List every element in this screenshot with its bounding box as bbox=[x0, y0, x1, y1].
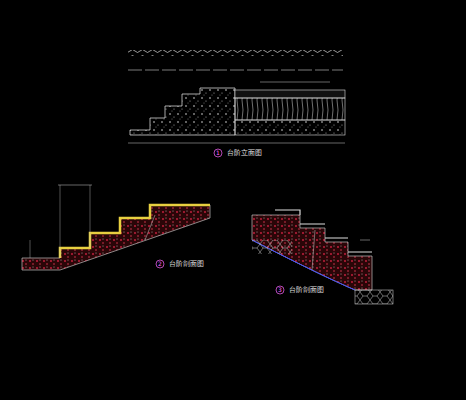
callout-number: 2 bbox=[157, 261, 163, 267]
callout-number: 3 bbox=[277, 287, 283, 293]
section-title: 台阶剖面图 bbox=[288, 287, 325, 294]
callout-number: 1 bbox=[215, 150, 221, 156]
section-title: 台阶立面图 bbox=[226, 150, 263, 157]
section-title: 台阶剖面图 bbox=[168, 261, 205, 268]
